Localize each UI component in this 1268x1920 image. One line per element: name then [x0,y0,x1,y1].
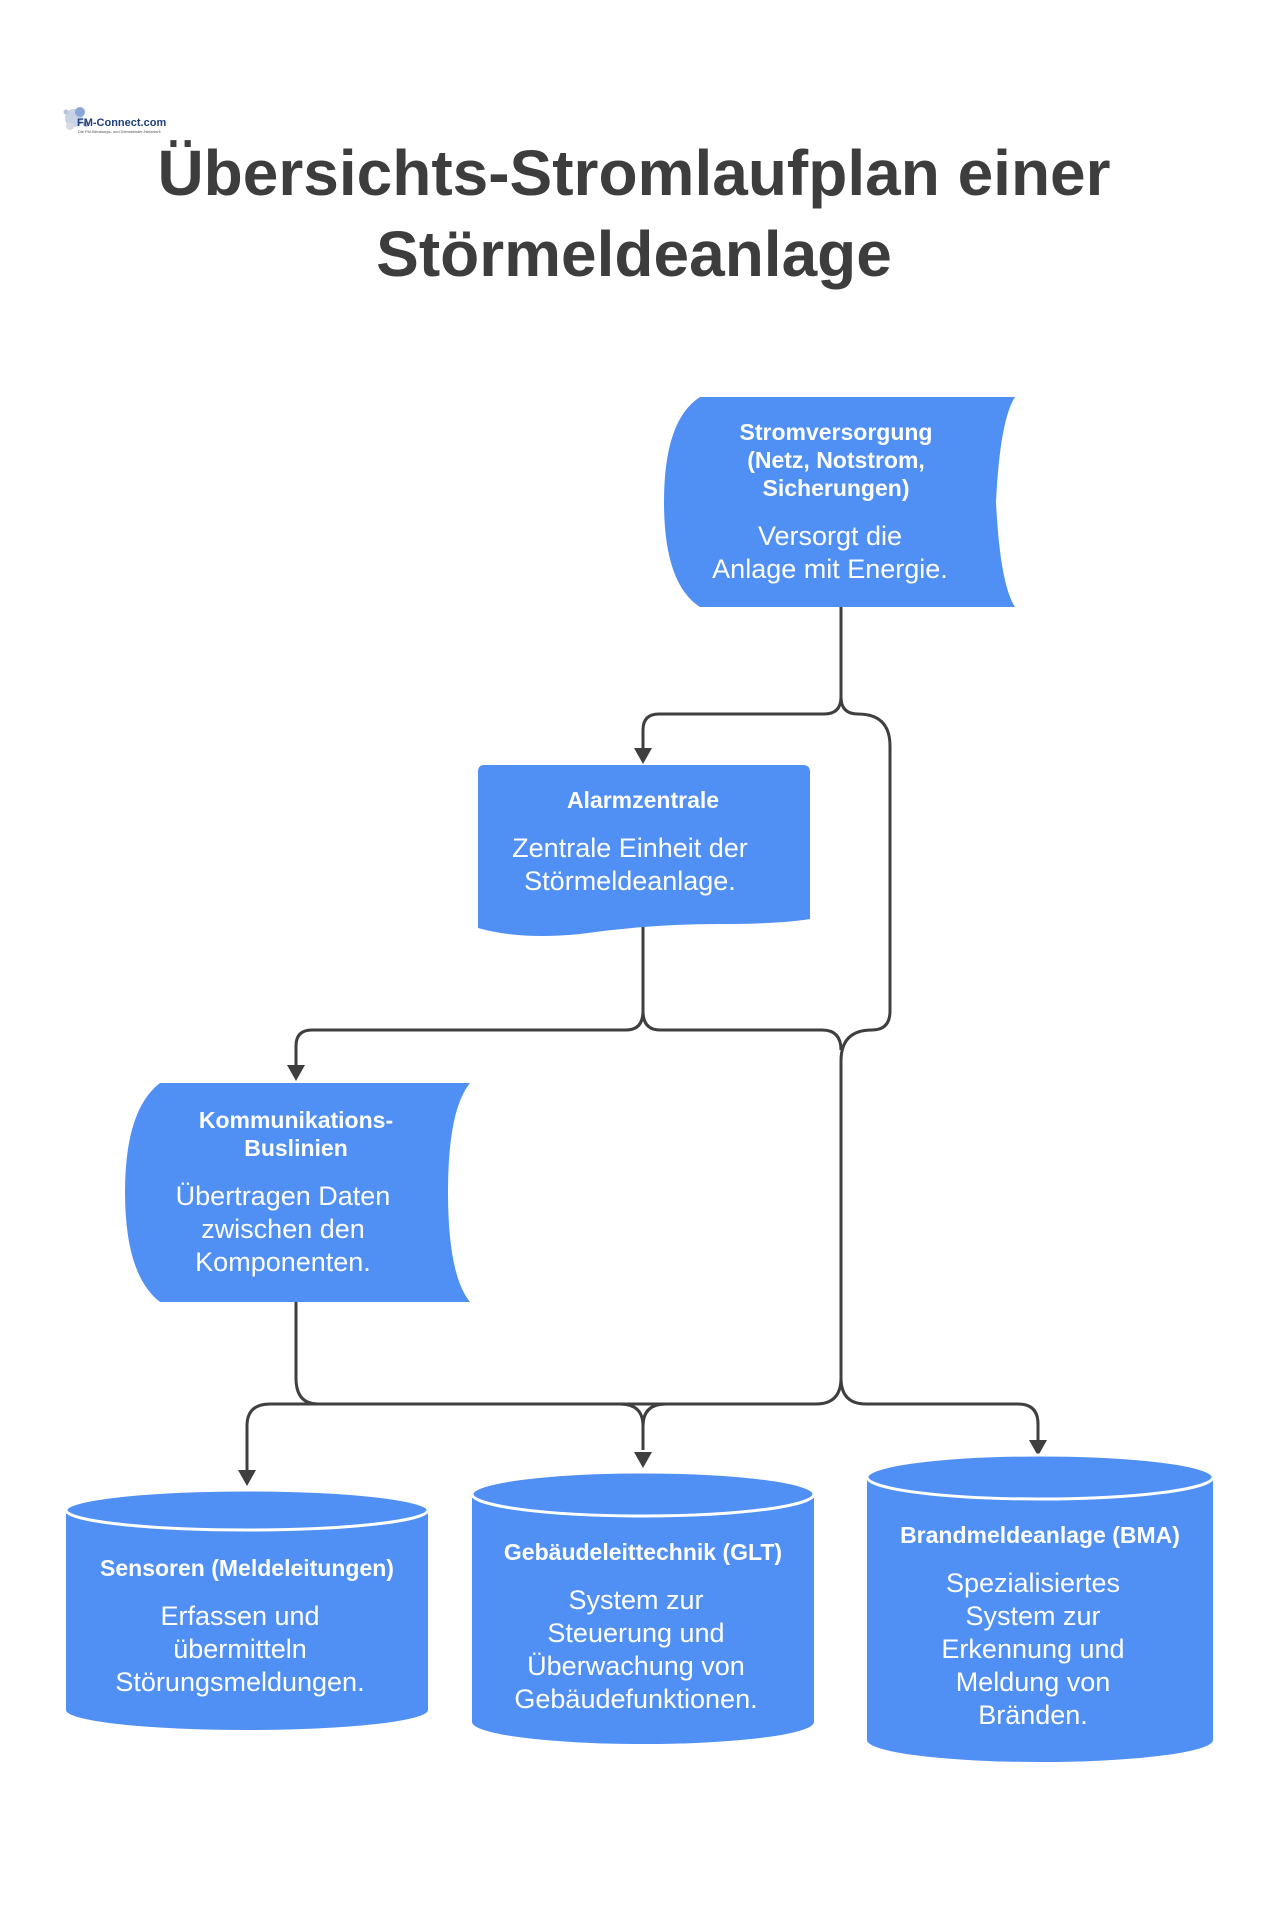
page-title-line-2: Störmeldeanlage [376,218,892,290]
sensoren-cylinder-top [64,1488,430,1532]
node-kommunikation: Kommunikations- Buslinien Übertragen Dat… [125,1083,470,1302]
kommunikation-shape [125,1083,470,1302]
node-glt: Gebäudeleittechnik (GLT) System zur Steu… [470,1470,816,1744]
glt-desc-4: Gebäudefunktionen. [514,1684,757,1714]
sensoren-desc-3: Störungsmeldungen. [115,1667,364,1697]
bma-title-1: Brandmeldeanlage (BMA) [900,1522,1180,1548]
alarmzentrale-shape [478,765,810,936]
node-sensoren: Sensoren (Meldeleitungen) Erfassen und ü… [64,1488,430,1730]
glt-title-1: Gebäudeleittechnik (GLT) [504,1539,782,1565]
alarmzentrale-title-1: Alarmzentrale [567,787,719,813]
edge-strom-right-bypass [839,696,892,1378]
sensoren-desc-2: übermitteln [173,1634,307,1664]
stromversorgung-shape [664,397,1015,607]
edge-right-join [815,1377,1040,1440]
bma-desc-1: Spezialisiertes [946,1568,1120,1598]
edge-komm-trunk [294,1302,319,1406]
bma-desc-5: Bränden. [978,1700,1088,1730]
arrowhead-kommunikation [287,1065,305,1081]
bma-cylinder-body [867,1477,1213,1762]
arrowhead-alarmzentrale [634,748,652,764]
arrowhead-sensoren [238,1470,256,1486]
stromversorgung-title-2: (Netz, Notstrom, [747,447,925,473]
node-stromversorgung: Stromversorgung (Netz, Notstrom, Sicheru… [664,397,1015,607]
stromversorgung-desc-1: Versorgt die [758,521,902,551]
kommunikation-desc-1: Übertragen Daten [176,1181,391,1211]
kommunikation-desc-3: Komponenten. [195,1247,371,1277]
logo-name: FM-Connect.com [77,117,166,129]
bma-cylinder-top [865,1453,1215,1501]
edge-alarm-to-komm [294,1010,645,1067]
logo-tagline: Die FM-Beratungs- und Dienstleister-Netz… [78,129,161,134]
kommunikation-desc-2: zwischen den [201,1214,365,1244]
edge-to-sensoren [245,1402,318,1472]
arrowheads [238,748,1047,1486]
node-alarmzentrale: Alarmzentrale Zentrale Einheit der Störm… [478,765,810,936]
bma-desc-3: Erkennung und [941,1634,1124,1664]
edge-strom-to-alarm [641,696,843,750]
edge-alarm-to-right [641,1010,843,1051]
alarmzentrale-desc-2: Störmeldeanlage. [524,866,736,896]
kommunikation-title-2: Buslinien [244,1135,348,1161]
stromversorgung-desc-2: Anlage mit Energie. [712,554,948,584]
glt-desc-2: Steuerung und [547,1618,724,1648]
arrowhead-bma [1029,1440,1047,1456]
bma-desc-2: System zur [965,1601,1100,1631]
glt-cylinder-body [472,1494,814,1744]
kommunikation-title-1: Kommunikations- [199,1107,393,1133]
glt-desc-3: Überwachung von [527,1651,745,1681]
logo-splash-icon [63,107,89,130]
sensoren-title-1: Sensoren (Meldeleitungen) [100,1555,394,1581]
alarmzentrale-desc-1: Zentrale Einheit der [512,833,748,863]
glt-cylinder-top [470,1470,816,1518]
edge-to-glt [619,1402,667,1450]
sensoren-cylinder-body [66,1510,428,1730]
stromversorgung-title-3: Sicherungen) [763,475,910,501]
logo: FM-Connect.com Die FM-Beratungs- und Die… [63,107,166,134]
arrowhead-glt [634,1452,652,1468]
stromversorgung-title-1: Stromversorgung [740,419,933,445]
bma-desc-4: Meldung von [956,1667,1111,1697]
edges [245,607,1040,1472]
sensoren-desc-1: Erfassen und [160,1601,319,1631]
node-bma: Brandmeldeanlage (BMA) Spezialisiertes S… [865,1453,1215,1762]
page-title-line-1: Übersichts-Stromlaufplan einer [157,137,1110,209]
glt-desc-1: System zur [568,1585,703,1615]
